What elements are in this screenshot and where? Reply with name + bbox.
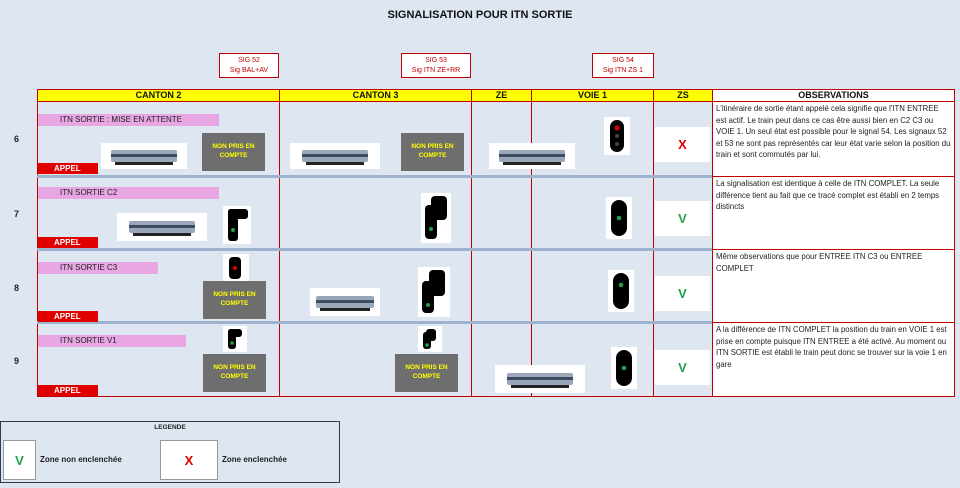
signal-light-icon (422, 270, 445, 313)
observation-cell: L'itinéraire de sortie étant appelé cela… (712, 102, 955, 176)
signal-light-icon (425, 196, 447, 239)
appel-label: APPEL (38, 311, 98, 322)
row-number: 8 (14, 283, 20, 293)
observation-divider (712, 249, 955, 250)
non-pris-en-compte-box: NON PRIS EN COMPTE (203, 354, 266, 392)
signal-name: SIG 52 (238, 57, 260, 64)
signal-box-52: SIG 52 Sig BAL+AV (219, 53, 279, 78)
signal-52 (223, 326, 247, 352)
observation-divider (712, 176, 955, 177)
signal-54-green (606, 197, 632, 239)
train-image (117, 213, 207, 241)
row-number: 7 (14, 209, 20, 219)
signal-light-icon (610, 120, 624, 152)
signal-light-icon (228, 329, 242, 349)
zs-mark: X (655, 127, 710, 162)
signal-light-icon (616, 350, 632, 386)
signal-52 (223, 206, 251, 244)
train-image (290, 143, 380, 169)
signal-54-red (604, 117, 630, 155)
train-image (310, 288, 380, 316)
signal-53 (421, 193, 451, 243)
signal-desc: Sig ITN ZE+RR (411, 67, 461, 74)
signal-light-icon (228, 209, 248, 241)
row-separator (37, 248, 712, 251)
row-separator (37, 175, 712, 178)
observation-cell: Même observations que pour ENTREE ITN C3… (712, 250, 955, 322)
header-ze: ZE (471, 89, 532, 102)
appel-label: APPEL (38, 385, 98, 396)
locomotive-icon (111, 150, 177, 165)
locomotive-icon (302, 150, 368, 165)
zs-mark: V (655, 276, 710, 311)
legend-v-text: Zone non enclenchée (40, 455, 122, 464)
appel-label: APPEL (38, 237, 98, 248)
non-pris-en-compte-box: NON PRIS EN COMPTE (401, 133, 464, 171)
signal-light-icon (229, 257, 241, 279)
row-number: 9 (14, 356, 20, 366)
signal-53 (418, 267, 450, 317)
signal-54-green (611, 347, 637, 389)
locomotive-icon (316, 296, 374, 311)
signal-box-53: SIG 53 Sig ITN ZE+RR (401, 53, 471, 78)
non-pris-en-compte-box: NON PRIS EN COMPTE (395, 354, 458, 392)
header-observations: OBSERVATIONS (712, 89, 955, 102)
signal-light-icon (613, 273, 629, 309)
table-bottom-line (37, 396, 713, 397)
signal-52 (223, 254, 249, 282)
signal-name: SIG 54 (612, 57, 634, 64)
observation-divider (712, 322, 955, 323)
legend-title: LEGENDE (154, 424, 186, 431)
signal-name: SIG 53 (425, 57, 447, 64)
locomotive-icon (499, 150, 565, 165)
observation-cell: La signalisation est identique à celle d… (712, 177, 955, 249)
page-title: SIGNALISATION POUR ITN SORTIE (387, 9, 573, 21)
row-separator (37, 321, 712, 324)
row-number: 6 (14, 134, 20, 144)
zs-mark: V (655, 350, 710, 385)
row-label: ITN SORTIE : MISE EN ATTENTE (38, 114, 219, 126)
signal-desc: Sig ITN ZS 1 (602, 67, 644, 74)
row-label: ITN SORTIE V1 (38, 335, 186, 347)
signal-53 (418, 326, 442, 352)
header-canton2: CANTON 2 (37, 89, 280, 102)
signal-box-54: SIG 54 Sig ITN ZS 1 (592, 53, 654, 78)
legend-x-text: Zone enclenchée (222, 455, 287, 464)
locomotive-icon (507, 373, 573, 388)
appel-label: APPEL (38, 163, 98, 174)
legend-x-mark: X (160, 440, 218, 480)
legend-v-mark: V (3, 440, 36, 480)
train-image (495, 365, 585, 393)
train-image (489, 143, 575, 169)
zs-mark: V (655, 201, 710, 236)
non-pris-en-compte-box: NON PRIS EN COMPTE (202, 133, 265, 171)
signal-light-icon (423, 329, 436, 349)
header-voie1: VOIE 1 (531, 89, 654, 102)
row-label: ITN SORTIE C3 (38, 262, 158, 274)
signal-54-green (608, 270, 634, 312)
signal-desc: Sig BAL+AV (229, 67, 269, 74)
locomotive-icon (129, 221, 195, 236)
header-zs: ZS (653, 89, 713, 102)
header-canton3: CANTON 3 (279, 89, 472, 102)
non-pris-en-compte-box: NON PRIS EN COMPTE (203, 281, 266, 319)
row-label: ITN SORTIE C2 (38, 187, 219, 199)
observation-cell: A la différence de ITN COMPLET la positi… (712, 323, 955, 397)
signal-light-icon (611, 200, 627, 236)
train-image (101, 143, 187, 169)
